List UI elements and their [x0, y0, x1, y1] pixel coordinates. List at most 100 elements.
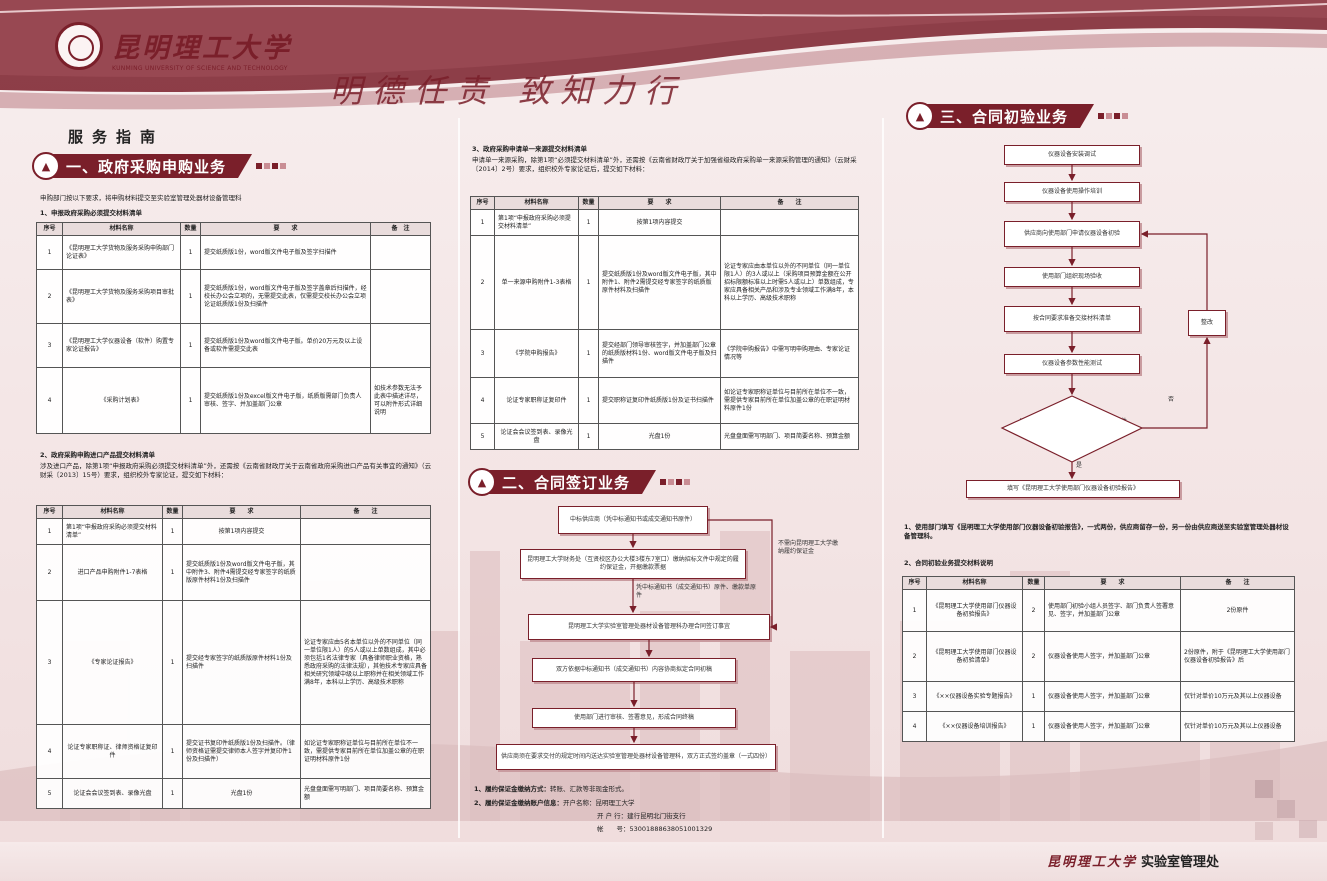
cell: 提交纸质版1份及word版文件电子版，其中附件3、附件4需提交经专家签字的纸质版… — [182, 544, 301, 601]
section-emblem-icon: ▲ — [32, 152, 60, 180]
cell: 光盘1份 — [598, 423, 721, 450]
cell: 2 — [902, 631, 927, 682]
cell — [370, 323, 431, 368]
subheading-acceptance-materials: 2、合同初验业务提交材料说明 — [904, 559, 994, 567]
cell: 5 — [470, 423, 495, 450]
cell: 如论证专家职称证单位与目前所在单位不一致，需提供专家目前所在单位加盖公章的在职证… — [300, 724, 431, 779]
section-title-procurement: ▲ 一、政府采购申购业务 — [32, 152, 287, 180]
subheading-required-materials: 1、申报政府采购必须提交材料清单 — [40, 209, 143, 217]
cell: 仪器设备使用人签字，并加盖部门公章 — [1044, 711, 1181, 742]
cell: 《采购计划表》 — [62, 367, 181, 434]
cell: 论证会会议签到表、录像光盘 — [494, 423, 579, 450]
col-header: 序号 — [36, 505, 63, 519]
table-header-row: 序号 材料名称 数量 要 求 备 注 — [36, 505, 431, 519]
col-header: 数量 — [162, 505, 183, 519]
cell: 1 — [578, 377, 599, 424]
flow-label-documents: 凭中标通知书（成交通知书）原件、缴款单原件 — [636, 584, 757, 599]
cell: 1 — [162, 724, 183, 779]
cell — [300, 544, 431, 601]
cell: 如技术参数无法予此表中描述详尽，可以附件形式详细说明 — [370, 367, 431, 434]
col-header: 材料名称 — [926, 576, 1023, 590]
col-header: 备 注 — [720, 196, 859, 210]
flow-step-apply-acceptance: 供应商向使用部门申请仪器设备初验 — [1004, 221, 1140, 247]
flow-box-winning-supplier: 中标供应商（凭中标通知书或成交通知书原件） — [558, 506, 708, 534]
col-header: 要 求 — [182, 505, 301, 519]
cell: 单一来源申购附件1-3表格 — [494, 235, 579, 330]
flow-step-training: 仪器设备使用操作培训 — [1004, 182, 1140, 202]
procurement-intro: 申购部门按以下要求，将申购材料提交至实验室管理处器材设备管理科 — [40, 194, 242, 202]
cell: 《××仪器设备实验专题报告》 — [926, 681, 1023, 712]
cell: 1 — [470, 209, 495, 236]
section-title-acceptance: ▲ 三、合同初验业务 — [906, 102, 1129, 130]
column-divider — [458, 118, 460, 838]
section-deco-squares — [660, 479, 691, 485]
flow-step-handover-list: 按合同要求准备交接材料清单 — [1004, 306, 1140, 332]
cell: 第1项“申报政府采购必须提交材料清单” — [494, 209, 579, 236]
cell: 2份原件，附于《昆明理工大学使用部门仪器设备初验报告》后 — [1180, 631, 1295, 682]
table-header-row: 序号 材料名称 数量 要 求 备 注 — [470, 196, 859, 210]
imported-products-intro: 涉及进口产品，除第1项“申报政府采购必须提交材料清单”外，还需按《云南省财政厅关… — [40, 462, 432, 479]
single-source-intro: 申请单一来源采购，除第1项“必须提交材料清单”外，还需按《云南省财政厅关于加强省… — [472, 156, 857, 173]
cell: 1 — [162, 778, 183, 809]
university-name-en: KUNMING UNIVERSITY OF SCIENCE AND TECHNO… — [112, 65, 288, 72]
account-number: 帐 号：53001888638051001329 — [597, 825, 713, 833]
flow-decision-text: 仪器设备完全符合合同规定，达到使用性能要求 — [1018, 418, 1127, 433]
section-emblem-icon: ▲ — [906, 102, 934, 130]
flow-box-formal-sign: 供应商须在要求交付的规定时间内送达实验室管理处器材设备管理科，双方正式签约盖章（… — [496, 744, 776, 770]
cell: 仅针对单价10万元及其以上仪器设备 — [1180, 711, 1295, 742]
cell: 4 — [36, 367, 63, 434]
cell: 1 — [162, 518, 183, 545]
cell: 1 — [1022, 681, 1045, 712]
cell: 论证专家应由本单位以外的不同单位（同一单位限1人）的3人或以上（采购项目预算金额… — [720, 235, 859, 330]
cell: 1 — [578, 235, 599, 330]
header-wave-banner — [0, 0, 1327, 110]
footer-office: 实验室管理处 — [1140, 855, 1219, 870]
university-motto: 明德任责 致知力行 — [330, 72, 687, 110]
cell: 提交纸质版1份及word版文件电子版，其中附件1、附件2需提交经专家签字的纸质版… — [598, 235, 721, 330]
cell: 1 — [902, 589, 927, 632]
section-title-text: 一、政府采购申购业务 — [48, 154, 252, 178]
deco-square — [1277, 800, 1295, 818]
flow-box-finance-deposit: 昆明理工大学财务处（互贤校区办公大楼3楼东7室口）缴纳招标文件中规定的履约保证金… — [520, 549, 746, 579]
cell: 进口产品申购附件1-7表格 — [62, 544, 163, 601]
cell: 1 — [180, 235, 201, 270]
cell: 《××仪器设备培训报告》 — [926, 711, 1023, 742]
table-procurement-materials: 序号 材料名称 数量 要 求 备 注 1《昆明理工大学货物及服务采购申购部门论证… — [36, 222, 431, 434]
cell: 2 — [470, 235, 495, 330]
cell: 1 — [180, 367, 201, 434]
service-guide-title: 服务指南 — [68, 128, 165, 146]
deco-square — [1299, 820, 1317, 838]
footer-university: 昆明理工大学 — [1046, 855, 1137, 870]
note-deposit-account: 2、履约保证金缴纳账户信息：开户名称：昆明理工大学 — [474, 799, 635, 808]
cell: 提交职称证复印件纸质版1份及证书扫描件 — [598, 377, 721, 424]
cell: 1 — [36, 235, 63, 270]
cell: 4 — [36, 724, 63, 779]
note-value: 转账、汇款等非现金形式。 — [550, 785, 629, 793]
cell: 4 — [470, 377, 495, 424]
note-deposit-method: 1、履约保证金缴纳方式：转账、汇款等非现金形式。 — [474, 785, 628, 794]
table-header-row: 序号 材料名称 数量 要 求 备 注 — [36, 222, 431, 236]
footer-band — [0, 842, 1327, 881]
col-header: 序号 — [902, 576, 927, 590]
flow-step-onsite-acceptance: 使用部门组织现场验收 — [1004, 267, 1140, 287]
cell: 提交经专家签字的纸质版原件材料1份及扫描件 — [182, 600, 301, 725]
account-bank: 开 户 行：建行昆明北门街支行 — [597, 812, 686, 820]
flow-box-review-contract: 使用部门进行审核、签署意见，形成合同终稿 — [532, 708, 736, 728]
col-header: 要 求 — [1044, 576, 1181, 590]
cell: 《昆明理工大学仪器设备（软件）购置专家论证报告》 — [62, 323, 181, 368]
cell: 第1项“申报政府采购必须提交材料清单” — [62, 518, 163, 545]
col-header: 备 注 — [300, 505, 431, 519]
col-header: 序号 — [470, 196, 495, 210]
